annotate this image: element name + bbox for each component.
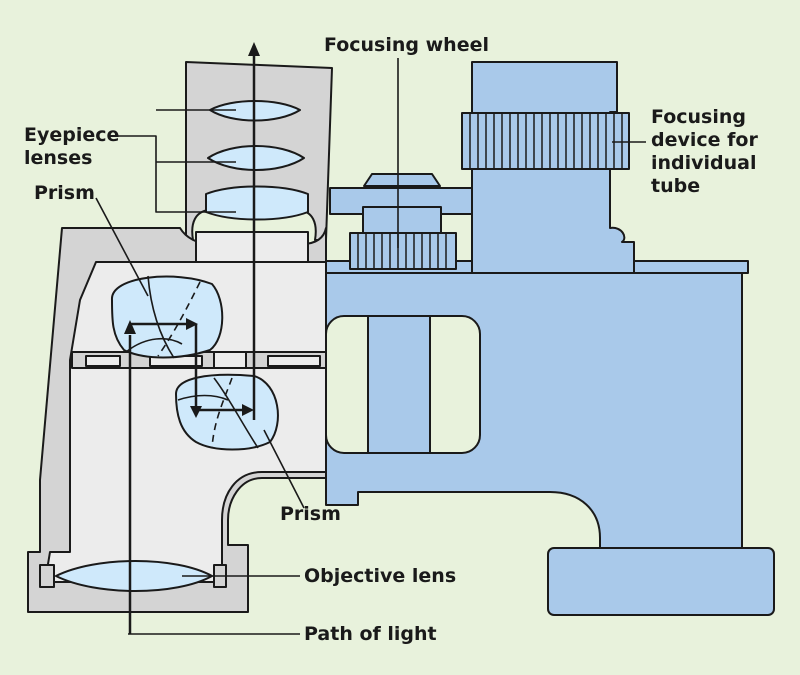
prism-upper xyxy=(110,275,224,359)
eyepiece-lens-2 xyxy=(207,145,305,171)
light-path-arrows xyxy=(124,42,260,418)
label-path-of-light: Path of light xyxy=(304,623,437,645)
prism-lower xyxy=(175,373,279,451)
right-tube xyxy=(325,61,775,616)
leader-prism-bottom xyxy=(263,429,305,509)
leader-eyepiece xyxy=(118,135,236,213)
eyepiece-tube xyxy=(195,231,309,263)
focusing-device-ridges xyxy=(469,113,623,169)
label-focusing-device-line3: individual xyxy=(651,152,757,174)
label-objective-lens: Objective lens xyxy=(304,565,457,587)
shelf-slot-4 xyxy=(267,355,321,367)
label-focusing-device-line2: device for xyxy=(651,129,758,151)
eyepiece-lens-3 xyxy=(205,185,309,221)
bridge-cap xyxy=(363,173,441,187)
strap-bar xyxy=(367,315,431,454)
label-focusing-device: Focusing device for individual tube xyxy=(651,106,758,198)
focusing-device xyxy=(461,112,630,170)
label-eyepiece-line1: Eyepiece xyxy=(24,124,120,146)
label-prism-bottom: Prism xyxy=(280,503,341,525)
objective-retainer-left xyxy=(39,564,55,588)
label-eyepiece-line2: lenses xyxy=(24,147,93,169)
light-path xyxy=(128,52,256,634)
hinge xyxy=(362,206,442,234)
right-objective-cap xyxy=(547,547,775,616)
focusing-wheel-ridges xyxy=(357,233,447,269)
label-eyepiece-lenses: Eyepiece lenses xyxy=(24,124,119,170)
eyepiece-lenses xyxy=(205,100,309,221)
label-prism-top: Prism xyxy=(34,182,95,204)
shelf-slot-1 xyxy=(85,355,121,367)
label-focusing-device-line1: Focusing xyxy=(651,106,746,128)
shelf-slot-3 xyxy=(213,351,247,369)
label-focusing-device-line4: tube xyxy=(651,175,701,197)
prisms xyxy=(110,275,279,451)
leader-prism-top xyxy=(95,197,149,297)
leader-lines xyxy=(95,58,646,635)
label-focusing-wheel: Focusing wheel xyxy=(324,34,489,56)
